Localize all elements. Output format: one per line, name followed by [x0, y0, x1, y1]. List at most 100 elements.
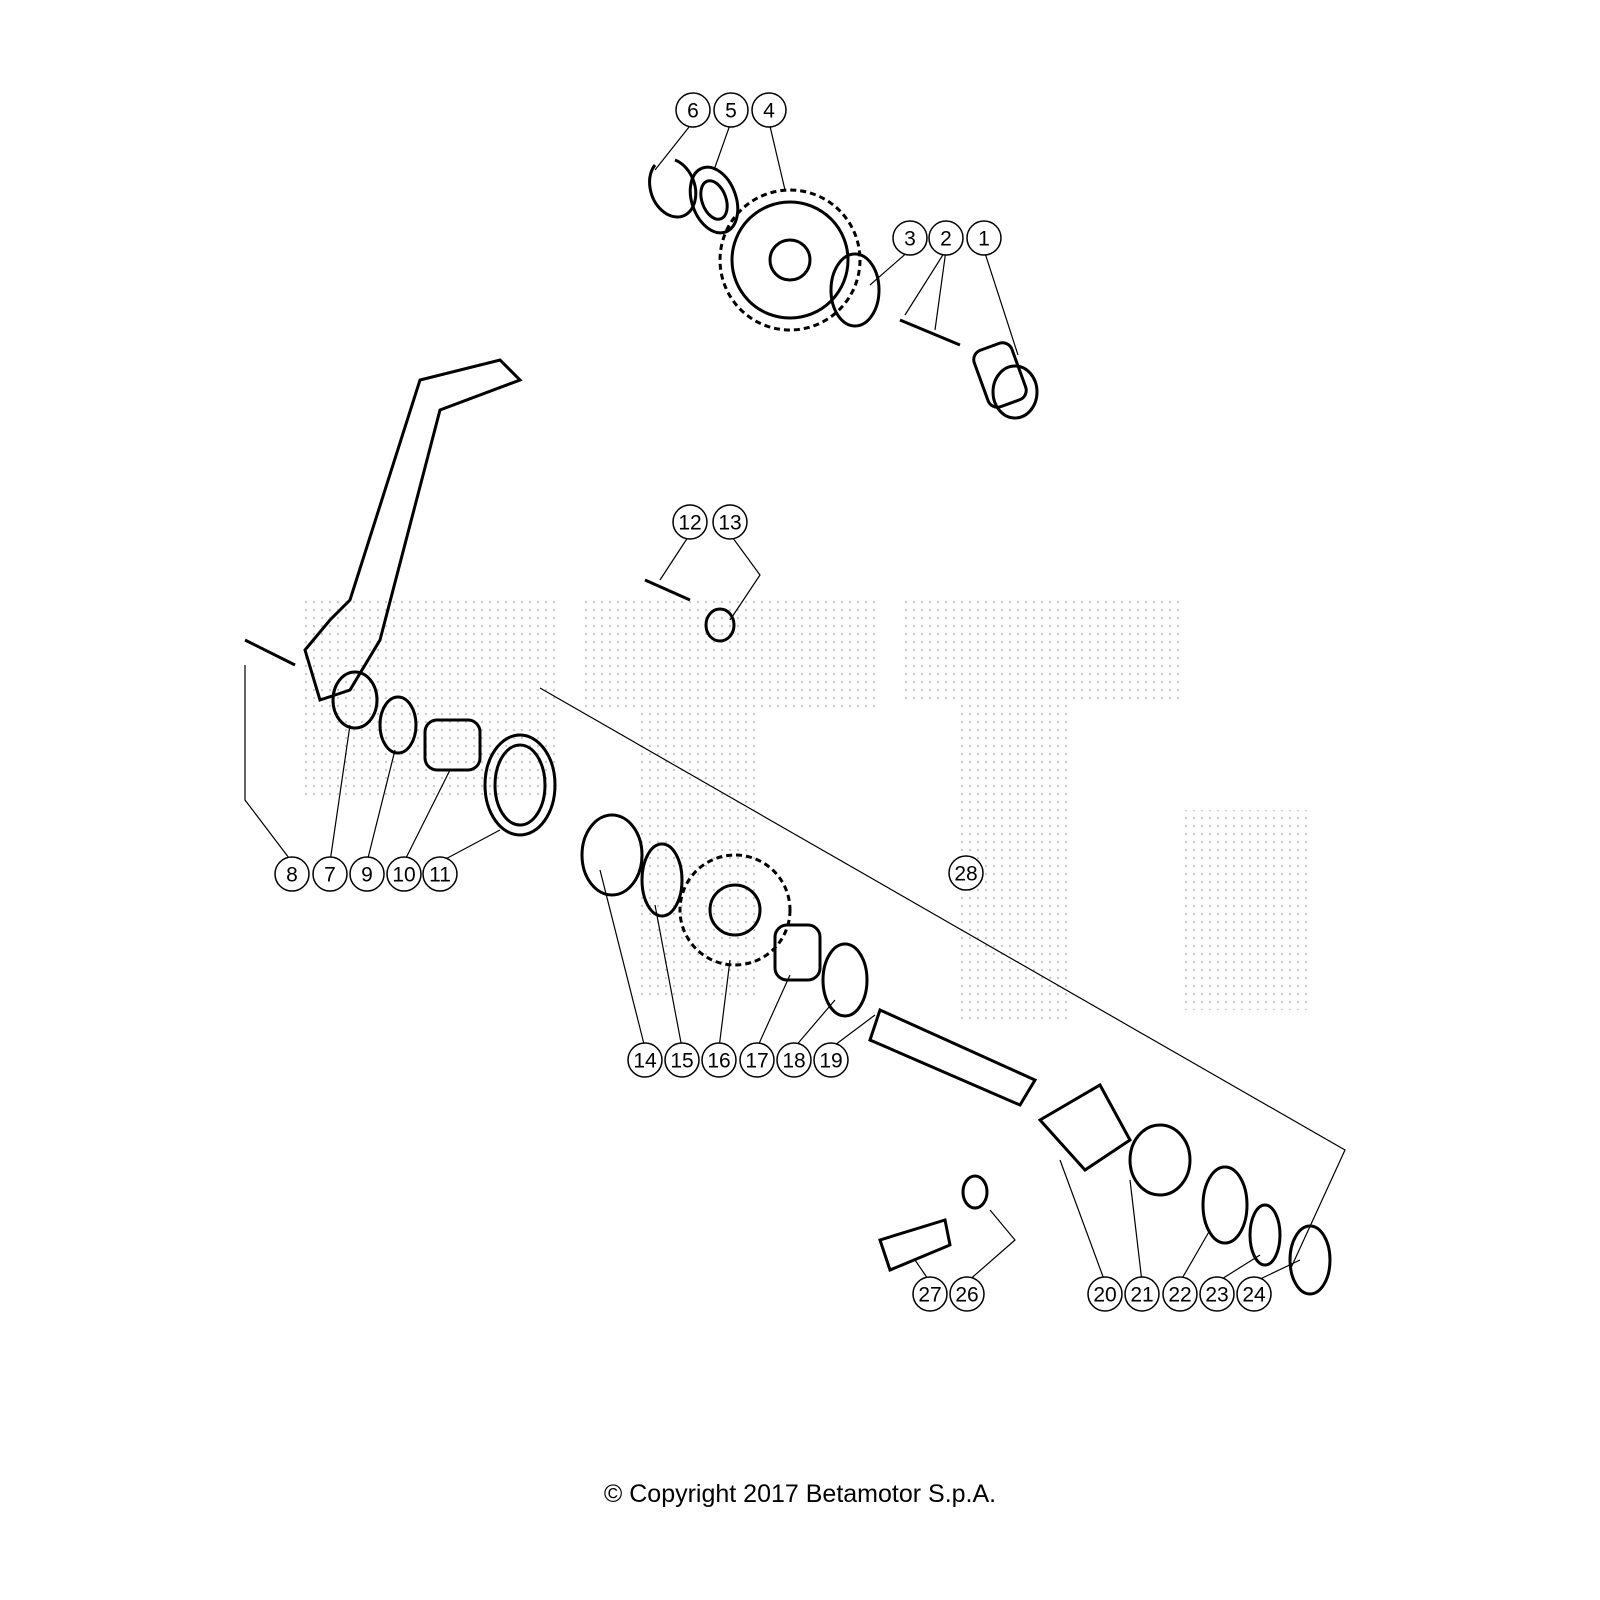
callout-circle — [701, 1042, 737, 1078]
callout-20: 20 — [1087, 1276, 1123, 1312]
callout-label: 21 — [1130, 1284, 1153, 1307]
callout-1: 1 — [966, 220, 1002, 256]
bushing-1 — [972, 341, 1028, 409]
gear-4 — [718, 188, 862, 332]
callout-label: 2 — [940, 228, 952, 251]
callout-7: 7 — [312, 856, 348, 892]
callout-22: 22 — [1162, 1276, 1198, 1312]
callout-label: 3 — [904, 228, 916, 251]
callout-label: 23 — [1205, 1284, 1228, 1307]
callout-16: 16 — [701, 1042, 737, 1078]
copyright-text: © Copyright 2017 Betamotor S.p.A. — [603, 1480, 997, 1508]
leader-lines — [244, 121, 1301, 1283]
callout-label: 5 — [725, 100, 737, 123]
spring-21 — [1128, 1123, 1192, 1197]
callout-13: 13 — [712, 504, 748, 540]
circlip-23 — [1248, 1203, 1282, 1267]
callout-label: 10 — [392, 864, 415, 887]
callout-label: 17 — [745, 1050, 768, 1073]
callout-6: 6 — [675, 92, 711, 128]
callout-label: 16 — [707, 1050, 730, 1073]
seal-9 — [378, 695, 418, 755]
callout-label: 9 — [361, 864, 373, 887]
circlip-6 — [648, 158, 698, 219]
parts-upper — [648, 158, 1039, 420]
callout-2: 2 — [928, 220, 964, 256]
washer-15 — [640, 842, 684, 918]
callout-circle — [312, 856, 348, 892]
kick-start-lever — [244, 358, 736, 772]
callout-11: 11 — [422, 856, 458, 892]
callout-18: 18 — [776, 1042, 812, 1078]
guide-14 — [580, 813, 644, 897]
callout-5: 5 — [713, 92, 749, 128]
callout-label: 18 — [782, 1050, 805, 1073]
callout-circle — [739, 1042, 775, 1078]
callout-label: 11 — [429, 864, 451, 887]
washer-24 — [1288, 1224, 1332, 1296]
callout-10: 10 — [386, 856, 422, 892]
callout-14: 14 — [627, 1042, 663, 1078]
callout-label: 6 — [687, 100, 699, 123]
callout-label: 15 — [670, 1050, 693, 1073]
callout-label: 14 — [633, 1050, 657, 1073]
callout-circle — [349, 856, 385, 892]
callout-19: 19 — [813, 1042, 849, 1078]
ratchet-20 — [1037, 1082, 1132, 1172]
callout-circle — [813, 1042, 849, 1078]
callout-circle — [1124, 1276, 1160, 1312]
callout-27: 27 — [912, 1276, 948, 1312]
callout-label: 28 — [954, 863, 977, 886]
callout-circle — [776, 1042, 812, 1078]
washer-26 — [961, 1174, 989, 1210]
callout-label: 20 — [1093, 1284, 1116, 1307]
callout-circle — [672, 504, 708, 540]
callout-8: 8 — [274, 856, 310, 892]
callout-26: 26 — [949, 1276, 985, 1312]
callout-label: 22 — [1168, 1284, 1191, 1307]
callout-circle — [948, 855, 984, 891]
callout-4: 4 — [751, 92, 787, 128]
callout-circle — [751, 92, 787, 128]
callout-circle — [928, 220, 964, 256]
bolt-2 — [899, 318, 961, 347]
callout-label: 7 — [324, 864, 336, 887]
callout-23: 23 — [1199, 1276, 1235, 1312]
shaft-19 — [868, 1007, 1038, 1107]
callout-24: 24 — [1236, 1276, 1272, 1312]
callout-circle — [713, 92, 749, 128]
callout-label: 13 — [718, 512, 741, 535]
washer-7 — [331, 670, 379, 730]
callout-circle — [1087, 1276, 1123, 1312]
callout-9: 9 — [349, 856, 385, 892]
bearing-17 — [773, 923, 822, 982]
bearing-3 — [829, 252, 881, 328]
callout-17: 17 — [739, 1042, 775, 1078]
callout-label: 24 — [1242, 1284, 1266, 1307]
callout-circle — [627, 1042, 663, 1078]
callout-circle — [1199, 1276, 1235, 1312]
callout-15: 15 — [664, 1042, 700, 1078]
callout-circle — [1236, 1276, 1272, 1312]
callout-label: 27 — [918, 1284, 941, 1307]
callout-label: 8 — [286, 864, 298, 887]
washer-18 — [821, 942, 869, 1018]
callout-21: 21 — [1124, 1276, 1160, 1312]
callout-circle — [274, 856, 310, 892]
callout-circle — [664, 1042, 700, 1078]
kick-shaft-assembly — [483, 687, 1346, 1296]
washer-22 — [1201, 1165, 1249, 1245]
callout-label: 4 — [763, 100, 775, 123]
callout-circle — [892, 220, 928, 256]
watermark — [300, 600, 1310, 1020]
callout-circle — [386, 856, 422, 892]
callout-circle — [912, 1276, 948, 1312]
callout-circle — [675, 92, 711, 128]
callout-circle — [422, 856, 458, 892]
nut-13 — [704, 607, 736, 643]
bolt-12 — [644, 578, 691, 602]
callout-12: 12 — [672, 504, 708, 540]
callout-label: 26 — [955, 1284, 978, 1307]
